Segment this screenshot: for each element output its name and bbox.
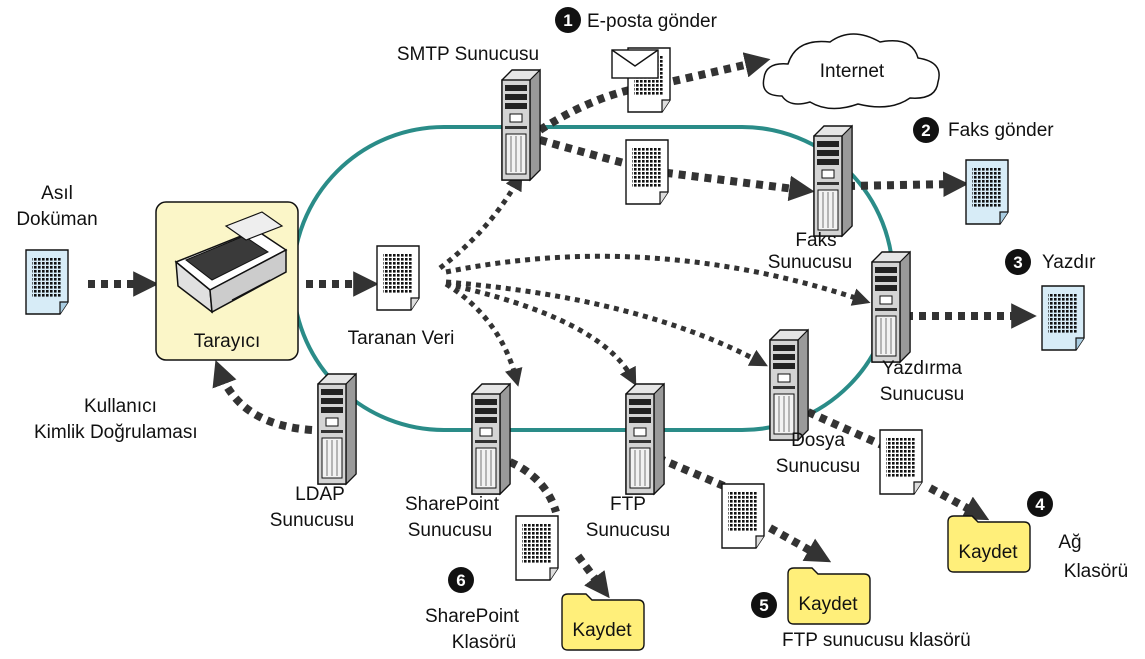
smtp-server-icon <box>501 69 541 181</box>
step-3-number: 3 <box>1013 253 1022 272</box>
sharepoint-document <box>515 515 559 581</box>
scanner-label: Tarayıcı <box>194 331 261 352</box>
internet-label: Internet <box>820 61 885 82</box>
ftp-server-icon <box>625 383 665 495</box>
sharepoint-folder-save: Kaydet <box>572 620 632 641</box>
network-folder-save: Kaydet <box>958 542 1018 563</box>
step-3-badge <box>1005 249 1031 275</box>
scanned-data-document <box>376 245 420 311</box>
step-3-label: Yazdır <box>1042 252 1096 273</box>
sharepoint-server-label-2: Sunucusu <box>408 520 493 541</box>
arrow-data-to-smtp <box>438 172 523 270</box>
step-2-badge <box>913 117 939 143</box>
scanned-data-label: Taranan Veri <box>348 328 455 349</box>
original-doc-label-2: Doküman <box>16 209 97 230</box>
ftp-document <box>721 483 765 549</box>
sharepoint-server-icon <box>471 383 511 495</box>
envelope-icon <box>611 49 659 79</box>
step-6-badge <box>448 567 474 593</box>
fax-document <box>625 139 669 205</box>
arrow-ftp-to-output <box>656 454 820 556</box>
original-doc-label-1: Asıl <box>41 183 73 204</box>
step-4-badge <box>1027 491 1053 517</box>
file-server-icon <box>769 329 809 441</box>
step-2-label: Faks gönder <box>948 120 1054 141</box>
step-4-label-2: Klasörü <box>1064 561 1128 582</box>
arrow-sharepoint-to-output <box>508 458 602 588</box>
arrow-smtp-to-internet <box>537 52 771 134</box>
fax-output-document <box>965 159 1009 225</box>
arrow-data-to-file <box>445 279 768 367</box>
original-document <box>25 249 69 315</box>
print-server-icon <box>871 251 911 363</box>
fax-server-label-1: Faks <box>795 230 836 251</box>
fax-server-label-2: Sunucusu <box>768 252 853 273</box>
arrow-data-to-ftp <box>445 281 637 386</box>
step-5-label: FTP sunucusu klasörü <box>782 630 971 651</box>
print-server-label-2: Sunucusu <box>880 384 965 405</box>
fax-server-icon <box>813 125 853 237</box>
sharepoint-server-label-1: SharePoint <box>405 494 500 515</box>
arrow-data-to-print <box>445 253 871 306</box>
arrow-smtp-to-fax <box>538 136 815 202</box>
step-1-badge <box>555 7 581 33</box>
step-4-number: 4 <box>1035 495 1045 514</box>
step-1-label: E-posta gönder <box>587 11 718 32</box>
ftp-server-label-1: FTP <box>610 494 646 515</box>
step-6-label-2: Klasörü <box>452 632 516 653</box>
arrow-ldap-to-scanner <box>212 360 313 434</box>
arrow-fax-to-output <box>847 171 969 198</box>
ldap-server-label-1: LDAP <box>295 484 345 505</box>
file-server-label-1: Dosya <box>791 430 845 451</box>
step-4-label-1: Ağ <box>1058 532 1081 553</box>
print-output-document <box>1041 285 1085 351</box>
scanner-icon <box>174 211 288 314</box>
user-auth-label-1: Kullanıcı <box>84 396 157 417</box>
internet-cloud <box>762 33 940 110</box>
ftp-folder-save: Kaydet <box>798 594 858 615</box>
arrow-file-to-output <box>806 408 978 514</box>
step-1-number: 1 <box>563 11 572 30</box>
smtp-server-label: SMTP Sunucusu <box>397 44 539 65</box>
file-document <box>879 429 923 495</box>
ldap-server-label-2: Sunucusu <box>270 510 355 531</box>
file-server-label-2: Sunucusu <box>776 456 861 477</box>
step-6-number: 6 <box>456 571 465 590</box>
ldap-server-icon <box>317 373 357 485</box>
print-server-label-1: Yazdırma <box>882 358 962 379</box>
step-2-number: 2 <box>921 121 930 140</box>
arrow-data-to-sharepoint <box>444 281 523 387</box>
step-5-badge <box>751 592 777 618</box>
step-5-number: 5 <box>759 596 768 615</box>
user-auth-label-2: Kimlik Doğrulaması <box>34 422 198 443</box>
ftp-server-label-2: Sunucusu <box>586 520 671 541</box>
step-6-label-1: SharePoint <box>425 606 520 627</box>
